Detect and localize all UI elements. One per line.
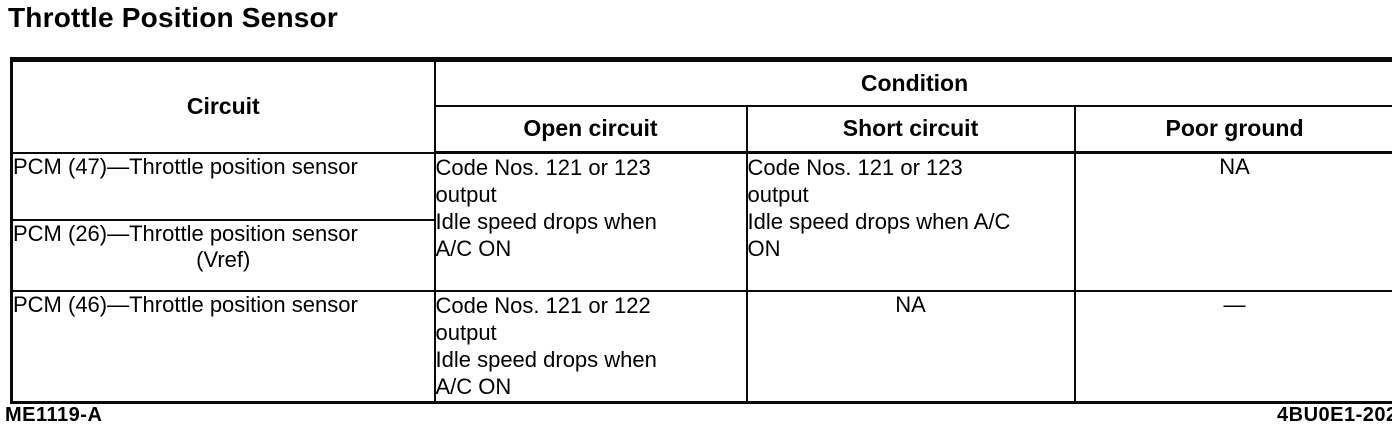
circuit-cell-pcm-26: PCM (26)—Throttle position sensor (Vref): [12, 220, 435, 291]
circuit-label: PCM (47)—Throttle position sensor: [13, 154, 434, 180]
figure-code-left: ME1119-A: [5, 404, 102, 427]
cell-poor-ground-row-3: —: [1075, 291, 1392, 403]
circuit-cell-pcm-46: PCM (46)—Throttle position sensor: [12, 291, 435, 403]
circuit-sublabel-vref: (Vref): [13, 247, 434, 273]
column-header-condition: Condition: [435, 60, 1392, 106]
column-header-open-circuit: Open circuit: [435, 106, 747, 153]
header-row-condition: Circuit Condition: [12, 60, 1392, 106]
column-header-circuit: Circuit: [12, 60, 435, 153]
cell-open-circuit-row-3: Code Nos. 121 or 122 output Idle speed d…: [435, 291, 747, 403]
circuit-label: PCM (26)—Throttle position sensor: [13, 221, 434, 247]
column-header-poor-ground: Poor ground: [1075, 106, 1392, 153]
cell-short-circuit-row-3: NA: [747, 291, 1075, 403]
figure-code-right: 4BU0E1-202: [1277, 404, 1392, 427]
cell-open-circuit-rows-1-2: Code Nos. 121 or 123 output Idle speed d…: [435, 153, 747, 291]
cell-short-circuit-rows-1-2: Code Nos. 121 or 123 output Idle speed d…: [747, 153, 1075, 291]
circuit-label: PCM (46)—Throttle position sensor: [13, 292, 434, 318]
diagnostic-table: Circuit Condition Open circuit Short cir…: [10, 57, 1392, 404]
page-title: Throttle Position Sensor: [8, 2, 338, 34]
cell-poor-ground-rows-1-2: NA: [1075, 153, 1392, 291]
column-header-short-circuit: Short circuit: [747, 106, 1075, 153]
table-row: PCM (46)—Throttle position sensor Code N…: [12, 291, 1392, 403]
table-row: PCM (47)—Throttle position sensor Code N…: [12, 153, 1392, 220]
circuit-cell-pcm-47: PCM (47)—Throttle position sensor: [12, 153, 435, 220]
